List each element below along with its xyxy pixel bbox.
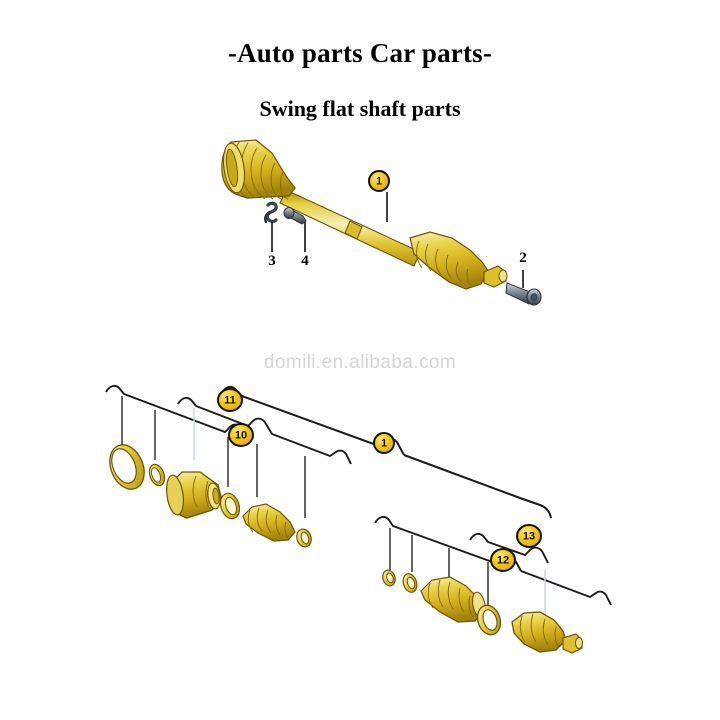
page-subtitle: Swing flat shaft parts	[259, 96, 461, 121]
callout-badge-11[interactable]: 11	[217, 388, 243, 412]
callout-2-label: 2	[519, 250, 527, 266]
exploded-left-drawing: 11 10 1	[105, 384, 552, 548]
exploded-right-drawing: 13 12	[374, 515, 612, 654]
part-cv-joint-body	[166, 471, 223, 519]
callout-badge-13-label: 13	[523, 531, 535, 543]
part-gasket-ring	[109, 444, 145, 490]
part-clamp-ring	[219, 492, 241, 520]
part-3-clip	[264, 201, 278, 224]
part-4-bolt	[283, 207, 307, 225]
part-cv-joint-outer	[511, 611, 583, 654]
callout-badge-13[interactable]: 13	[516, 524, 542, 548]
part-small-clamp-left	[296, 528, 312, 548]
bracket-1-lower-ext	[403, 454, 552, 519]
part-clamp-ring-right	[402, 573, 418, 593]
part-rubber-boot-left	[242, 503, 296, 542]
bracket-10-tail	[271, 433, 352, 465]
callout-badge-1-top[interactable]: 1	[368, 170, 390, 192]
callout-badge-1-lower-label: 1	[381, 438, 387, 450]
part-clamp-small-right	[382, 569, 396, 587]
callout-badge-1-top-label: 1	[376, 176, 382, 188]
callout-badge-12[interactable]: 12	[490, 548, 516, 572]
bracket-12-tail	[520, 570, 612, 606]
bracket-13	[469, 532, 549, 564]
part-clamp-band-right	[476, 604, 502, 636]
callout-3-label: 3	[268, 253, 276, 269]
outer-cv-joint	[409, 231, 508, 290]
part-2-bolt	[505, 282, 542, 306]
callout-badge-12-label: 12	[497, 555, 509, 567]
callout-badge-10[interactable]: 10	[228, 423, 254, 447]
page-title: -Auto parts Car parts-	[227, 38, 493, 68]
assembled-shaft-drawing: 1 2 3 4	[221, 139, 542, 306]
shaft-bar	[279, 189, 421, 267]
callout-4-label: 4	[301, 253, 309, 269]
callout-badge-10-label: 10	[235, 430, 247, 442]
callout-badge-1-lower[interactable]: 1	[373, 432, 395, 454]
watermark-text: domili.en.alibaba.com	[263, 352, 457, 373]
callout-badge-11-label: 11	[224, 395, 236, 407]
inner-cv-boot	[221, 139, 296, 200]
part-small-ring	[148, 463, 166, 487]
